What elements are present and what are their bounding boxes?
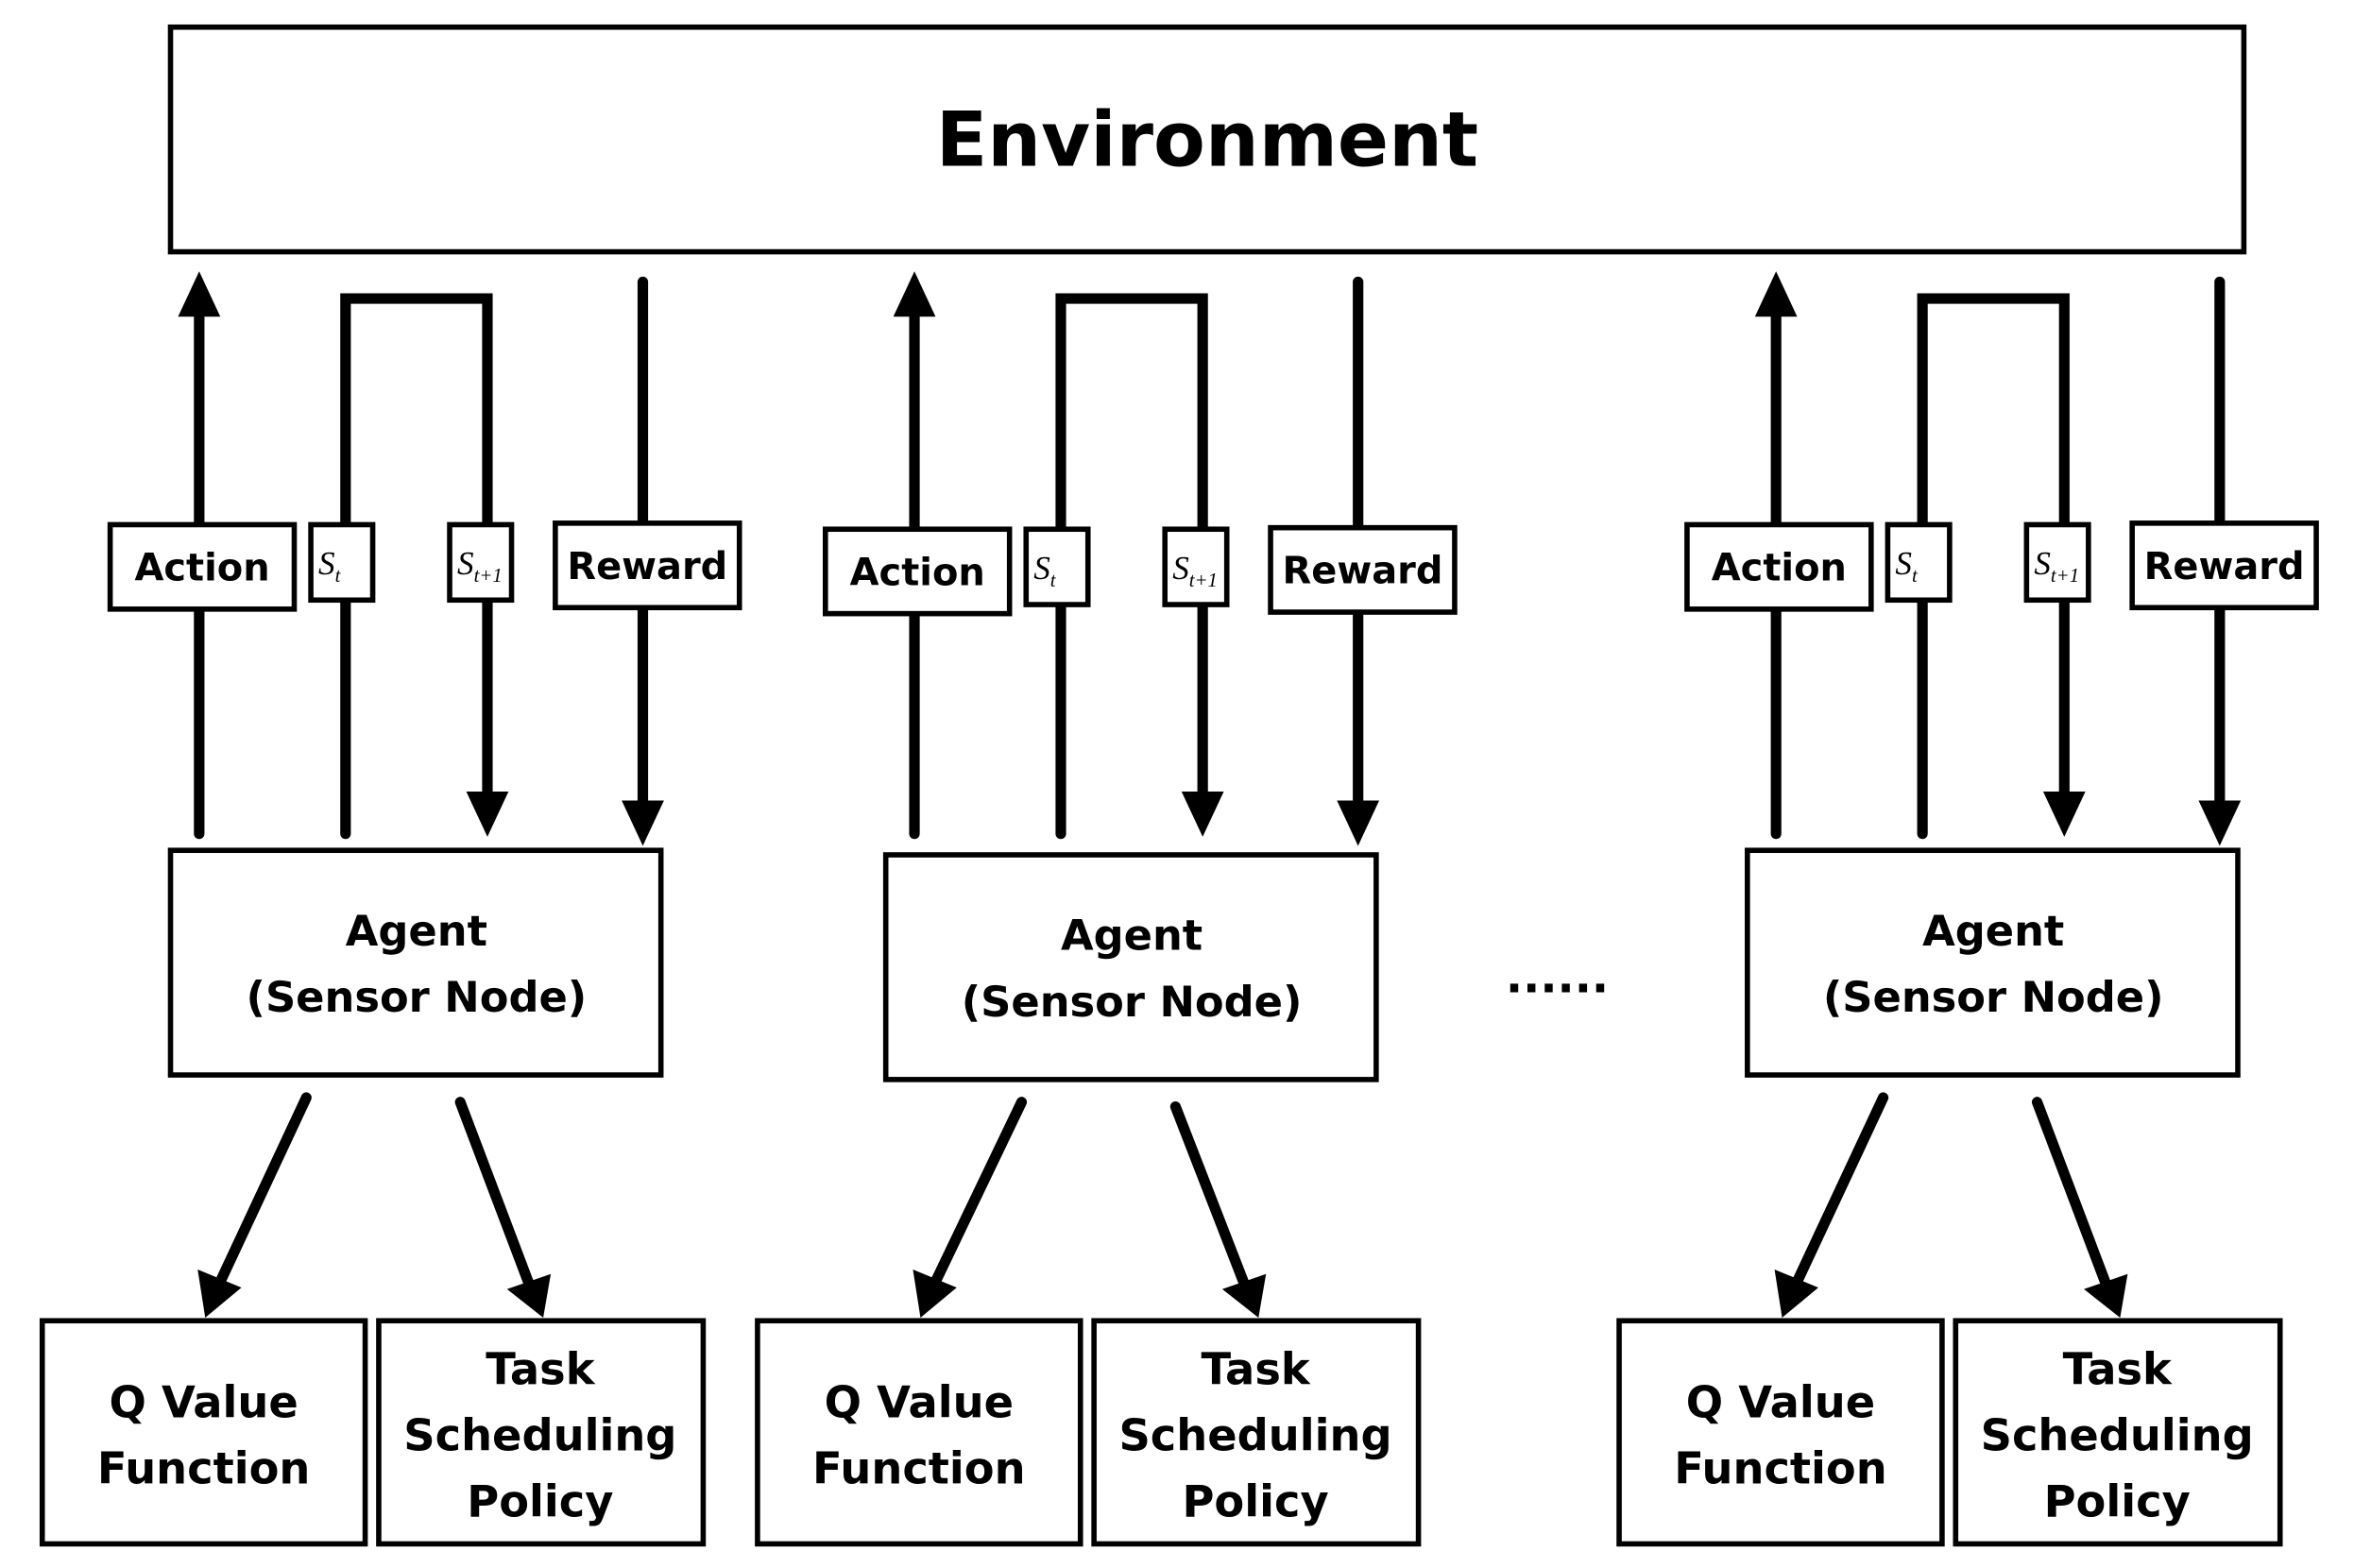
to-policy-arrow [2031,1097,2111,1287]
policy-line3: Policy [2044,1476,2191,1527]
svg-text:St+1: St+1 [457,545,503,587]
svg-text:St: St [1033,550,1057,591]
to-policy-arrow [1169,1100,1249,1287]
next-state-label: St+1 [1162,526,1230,607]
q-value-line2: Function [97,1443,311,1494]
q-value-line2: Function [1674,1443,1887,1494]
arrow-head [1337,800,1380,846]
q-value-line1: Q Value [1686,1376,1875,1427]
action-label: Action [107,521,298,612]
arrow-head [197,1269,242,1319]
reward-label: Reward [553,520,742,611]
agent-box: Agent (Sensor Node) [1745,847,2241,1078]
state-label-symbol: S [1895,545,1912,582]
state-label: St [1885,521,1953,604]
state-label-symbol: S [318,545,335,582]
arrow-head [1774,1269,1818,1319]
policy-line2: Scheduling [1981,1410,2254,1461]
agent-title: Agent [1922,906,2064,956]
arrow-head [893,271,936,317]
svg-text:St+1: St+1 [1172,550,1218,591]
arrow-head [622,800,664,846]
q-value-line2: Function [812,1443,1026,1494]
next-state-label-subscript: t+1 [474,566,503,587]
arrow-head [913,1269,957,1319]
agent-subtitle: (Sensor Node) [962,977,1303,1027]
policy-line3: Policy [467,1476,613,1527]
next-state-label-subscript: t+1 [1189,571,1218,591]
arrow-head [178,271,221,317]
agent-title: Agent [346,906,487,956]
arrow-head [2084,1273,2128,1319]
agent-box: Agent (Sensor Node) [167,847,664,1078]
action-label-text: Action [850,551,985,594]
arrow-head [1181,791,1224,837]
svg-text:St: St [318,545,342,587]
q-value-line1: Q Value [825,1376,1014,1427]
state-label: St [1023,526,1091,607]
reward-label-text: Reward [2144,545,2305,588]
agent-title: Agent [1061,911,1203,961]
agent-box: Agent (Sensor Node) [882,852,1379,1082]
policy-line1: Task [486,1343,595,1394]
reward-label-text: Reward [1283,550,1443,593]
arrow-head [1221,1273,1267,1319]
next-state-label: St+1 [2023,521,2091,604]
policy-line1: Task [1201,1343,1310,1394]
state-label-subscript: t [1912,566,1919,587]
arrow-head [1754,271,1798,317]
policy-line3: Policy [1182,1476,1328,1527]
state-label-symbol: S [1033,550,1050,587]
environment-label: Environment [936,96,1478,184]
q-value-line1: Q Value [109,1376,298,1427]
agent-subtitle: (Sensor Node) [247,972,588,1022]
state-label: St [308,521,376,604]
policy-line2: Scheduling [1118,1410,1391,1461]
state-label-subscript: t [335,566,342,587]
ellipsis: ...... [1506,951,1609,1003]
arrow-head [2042,791,2086,837]
to-q-value-arrow [930,1097,1028,1287]
action-label-text: Action [1712,547,1847,590]
to-policy-arrow [454,1097,534,1287]
action-label: Action [1684,521,1874,612]
to-q-value-arrow [214,1092,312,1287]
action-label: Action [823,526,1013,617]
environment-box: Environment [167,24,2247,255]
policy-line2: Scheduling [403,1410,676,1461]
arrow-head [506,1273,552,1319]
next-state-label-symbol: S [2034,545,2051,582]
reward-label-text: Reward [567,545,727,588]
to-q-value-arrow [1791,1092,1889,1287]
next-state-label-symbol: S [457,545,474,582]
next-state-label-subscript: t+1 [2051,566,2079,587]
action-label-text: Action [134,547,269,590]
policy-line1: Task [2063,1343,2173,1394]
arrow-head [466,791,509,837]
arrow-head [2198,800,2242,846]
state-label-subscript: t [1050,571,1057,591]
svg-text:St+1: St+1 [2034,545,2079,587]
agent-subtitle: (Sensor Node) [1823,972,2164,1022]
reward-label: Reward [2129,520,2319,611]
svg-text:St: St [1895,545,1919,587]
next-state-label-symbol: S [1172,550,1189,587]
reward-label: Reward [1268,524,1458,615]
next-state-label: St+1 [447,521,515,604]
